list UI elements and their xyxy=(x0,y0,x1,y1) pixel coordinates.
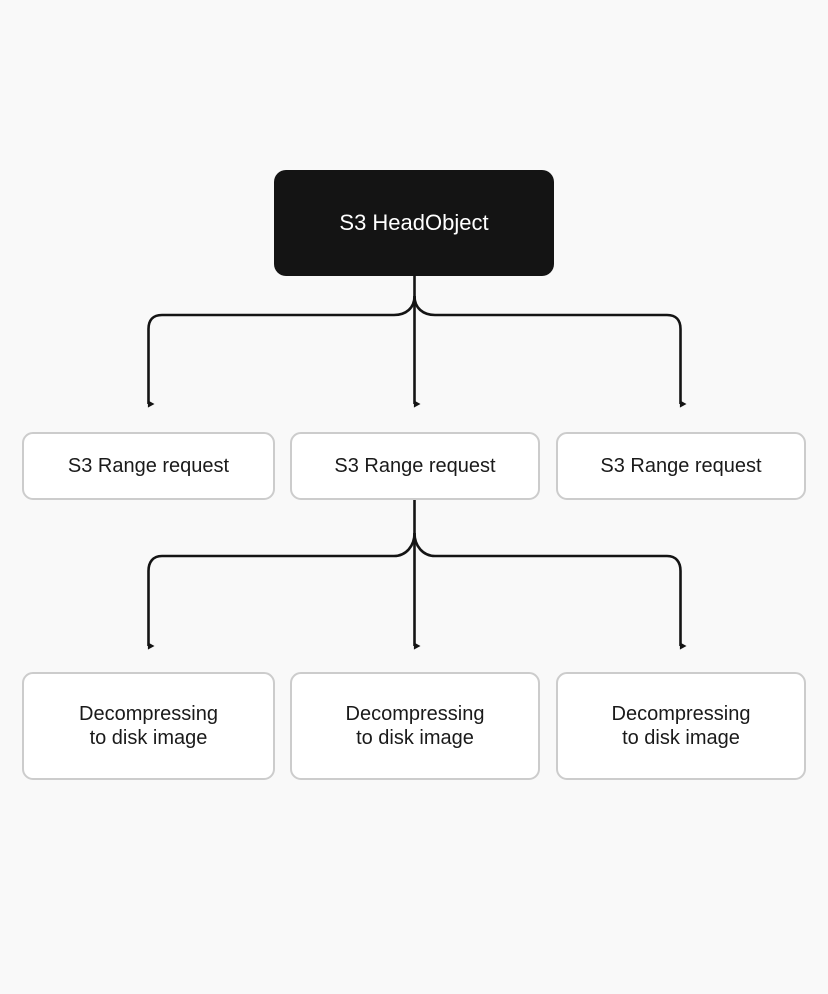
node-s3-headobject[interactable]: S3 HeadObject xyxy=(274,170,554,276)
node-decompressing-right[interactable]: Decompressing to disk image xyxy=(556,672,806,780)
node-decompressing-center[interactable]: Decompressing to disk image xyxy=(290,672,540,780)
node-label: Decompressing to disk image xyxy=(79,702,218,749)
node-label: Decompressing to disk image xyxy=(611,702,751,749)
edge-mid-to-right xyxy=(413,532,687,650)
edge-head-to-left xyxy=(147,295,416,408)
node-label: S3 HeadObject xyxy=(339,209,489,235)
node-s3-range-request-center[interactable]: S3 Range request xyxy=(290,432,540,500)
node-label: S3 Range request xyxy=(67,454,230,477)
node-s3-range-request-left[interactable]: S3 Range request xyxy=(22,432,275,500)
node-label: S3 Range request xyxy=(334,454,496,477)
node-decompressing-left[interactable]: Decompressing to disk image xyxy=(22,672,275,780)
node-label: Decompressing to disk image xyxy=(345,702,485,749)
edge-head-to-right xyxy=(413,295,687,408)
node-label: S3 Range request xyxy=(600,454,762,477)
edge-mid-to-left xyxy=(147,532,416,650)
node-s3-range-request-right[interactable]: S3 Range request xyxy=(556,432,806,500)
